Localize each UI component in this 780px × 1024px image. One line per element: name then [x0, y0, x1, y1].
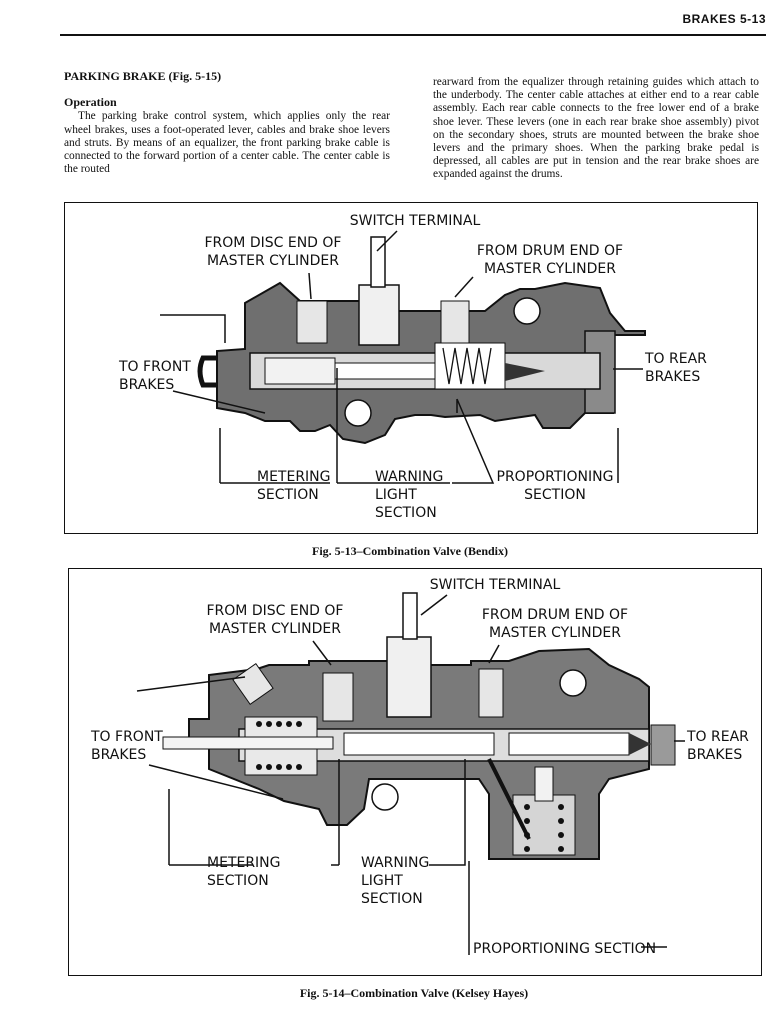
figure-5-13-illustration: SWITCH TERMINAL FROM DISC END OF MASTER … [118, 213, 707, 521]
paragraph-right: rearward from the equalizer through reta… [433, 76, 759, 181]
label-from-disc-1: FROM DISC END OF [207, 603, 344, 619]
label-from-drum-1: FROM DRUM END OF [477, 243, 623, 259]
figure-5-14-caption: Fig. 5-14–Combination Valve (Kelsey Haye… [299, 986, 529, 1000]
spring-coils [442, 347, 492, 385]
label-warning-3: SECTION [361, 891, 423, 907]
label-from-drum-2: MASTER CYLINDER [489, 625, 621, 641]
proportioning-stem [534, 766, 554, 802]
label-to-front-1: TO FRONT [118, 359, 191, 375]
drum-port [440, 300, 470, 344]
label-warning-1: WARNING [361, 855, 429, 871]
label-from-disc-2: MASTER CYLINDER [209, 621, 341, 637]
label-from-drum-2: MASTER CYLINDER [484, 261, 616, 277]
mount-hole-1 [513, 297, 541, 325]
label-from-drum-1: FROM DRUM END OF [482, 607, 628, 623]
proportioning-cone [505, 363, 545, 381]
front-shaft [162, 736, 334, 750]
metering-balls [256, 721, 302, 770]
label-warning-3: SECTION [375, 505, 437, 521]
metering-piston [264, 357, 336, 385]
drum-port [478, 668, 504, 718]
label-metering-2: SECTION [257, 487, 319, 503]
label-to-rear-1: TO REAR [644, 351, 707, 367]
mount-hole-2 [371, 783, 399, 811]
label-to-rear-1: TO REAR [686, 729, 749, 745]
header-rule [60, 34, 766, 36]
page-header: BRAKES 5-13 [60, 10, 766, 36]
label-proportioning-2: SECTION [524, 487, 586, 503]
diagonal-rod [487, 758, 531, 840]
label-metering-1: METERING [257, 469, 331, 485]
switch-terminal [370, 236, 386, 288]
switch-terminal [402, 592, 418, 640]
label-to-front-1: TO FRONT [90, 729, 163, 745]
rear-cone [629, 733, 651, 755]
label-metering-2: SECTION [207, 873, 269, 889]
label-to-front-2: BRAKES [119, 377, 174, 393]
paragraph-left: The parking brake control system, which … [64, 110, 390, 176]
right-column: rearward from the equalizer through reta… [433, 76, 759, 182]
rear-fitting [650, 724, 676, 766]
label-to-rear-2: BRAKES [645, 369, 700, 385]
switch-body [386, 636, 432, 718]
subheading-operation: Operation [64, 95, 117, 110]
label-switch-terminal: SWITCH TERMINAL [350, 213, 481, 229]
warning-piston [343, 732, 495, 756]
label-warning-2: LIGHT [361, 873, 403, 889]
figure-5-13: SWITCH TERMINAL FROM DISC END OF MASTER … [64, 202, 758, 534]
warning-piston [334, 362, 436, 380]
leader-lines [160, 230, 643, 484]
label-proportioning: PROPORTIONING SECTION [473, 941, 656, 957]
label-to-front-2: BRAKES [91, 747, 146, 763]
leader-lines [136, 594, 685, 955]
label-to-rear-2: BRAKES [687, 747, 742, 763]
label-warning-1: WARNING [375, 469, 443, 485]
disc-port [322, 672, 354, 722]
disc-port [296, 300, 328, 344]
label-switch-terminal: SWITCH TERMINAL [430, 577, 561, 593]
mount-hole-1 [559, 669, 587, 697]
angled-port [232, 662, 274, 706]
page-header-text: BRAKES 5-13 [682, 12, 766, 26]
switch-body [358, 284, 400, 346]
figure-5-14-illustration: SWITCH TERMINAL FROM DISC END OF MASTER … [90, 577, 749, 957]
label-warning-2: LIGHT [375, 487, 417, 503]
figure-5-13-caption: Fig. 5-13–Combination Valve (Bendix) [311, 544, 509, 558]
left-column: PARKING BRAKE (Fig. 5-15) Operation The … [64, 69, 390, 176]
section-heading: PARKING BRAKE (Fig. 5-15) [64, 69, 222, 83]
label-metering-1: METERING [207, 855, 281, 871]
mount-hole-2 [344, 399, 372, 427]
label-from-disc-1: FROM DISC END OF [205, 235, 342, 251]
label-from-disc-2: MASTER CYLINDER [207, 253, 339, 269]
label-proportioning-1: PROPORTIONING [497, 469, 614, 485]
front-brake-loop [197, 355, 217, 388]
rear-piston [508, 732, 630, 756]
figure-5-14: SWITCH TERMINAL FROM DISC END OF MASTER … [68, 568, 762, 976]
